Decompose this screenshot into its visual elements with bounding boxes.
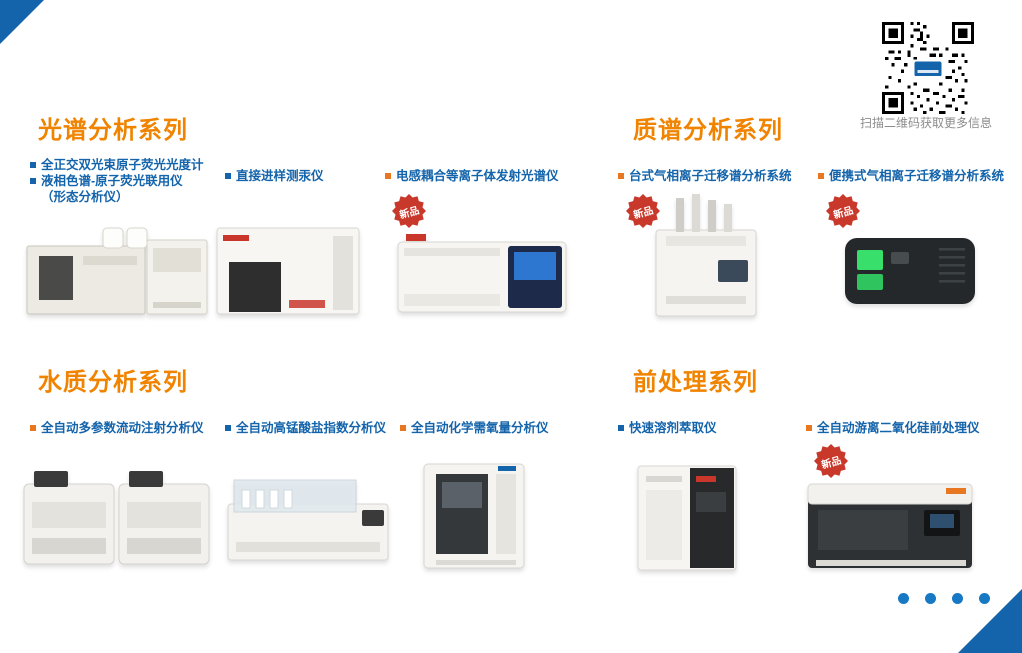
product-label-text: 直接进样测汞仪 (236, 169, 324, 183)
silica-pretreatment-product-image (807, 483, 973, 568)
qr-logo (914, 61, 942, 77)
product-label-text: 快速溶剂萃取仪 (629, 421, 717, 435)
flow-injection-product-image (23, 471, 210, 565)
new-product-badge-icp: 新品 (392, 194, 426, 228)
product-label-solvent-extraction: 快速溶剂萃取仪 (618, 420, 717, 436)
product-label-afs: 全正交双光束原子荧光光度计 液相色谱-原子荧光联用仪 （形态分析仪） (30, 157, 204, 205)
bullet-icon (818, 173, 824, 179)
section-title-spectroscopy: 光谱分析系列 (38, 117, 188, 144)
product-label-text: 便携式气相离子迁移谱分析系统 (829, 169, 1005, 183)
product-label-mercury: 直接进样测汞仪 (225, 168, 324, 184)
product-label-text: 台式气相离子迁移谱分析系统 (629, 169, 792, 183)
section-title-mass-spectrometry: 质谱分析系列 (633, 117, 783, 144)
product-label-text: 全自动化学需氧量分析仪 (411, 421, 549, 435)
solvent-extractor-product-image (637, 465, 737, 571)
bullet-icon (400, 425, 406, 431)
portable-gcims-product-image (845, 238, 975, 304)
bullet-icon (30, 425, 36, 431)
icp-oes-product-image (397, 234, 567, 313)
corner-triangle-bottom-right (958, 589, 1022, 653)
product-label-benchtop-gcims: 台式气相离子迁移谱分析系统 (618, 168, 792, 184)
bullet-icon (225, 173, 231, 179)
product-label-text: 全正交双光束原子荧光光度计 (41, 158, 204, 172)
product-label-cod: 全自动化学需氧量分析仪 (400, 420, 549, 436)
section-title-pretreatment: 前处理系列 (633, 369, 758, 396)
product-label-text: 全自动多参数流动注射分析仪 (41, 421, 204, 435)
bullet-icon (618, 425, 624, 431)
product-label-text: 全自动高锰酸盐指数分析仪 (236, 421, 387, 435)
pagination-dot[interactable] (952, 593, 963, 604)
bullet-icon (225, 425, 231, 431)
bullet-icon (385, 173, 391, 179)
product-label-text: 全自动游离二氧化硅前处理仪 (817, 421, 980, 435)
product-label-text: （形态分析仪） (41, 190, 129, 204)
section-title-water-quality: 水质分析系列 (38, 369, 188, 396)
new-product-badge-silica: 新品 (814, 444, 848, 478)
corner-triangle-top-left (0, 0, 44, 44)
bullet-icon (30, 178, 36, 184)
pagination-dot[interactable] (979, 593, 990, 604)
bullet-icon (618, 173, 624, 179)
bullet-icon (30, 162, 36, 168)
afs-product-image (26, 227, 208, 315)
product-label-text: 电感耦合等离子体发射光谱仪 (396, 169, 559, 183)
product-label-flow-injection: 全自动多参数流动注射分析仪 (30, 420, 204, 436)
new-product-badge-portable: 新品 (826, 194, 860, 228)
pagination-dot[interactable] (925, 593, 936, 604)
qr-code (882, 22, 974, 114)
product-label-silica: 全自动游离二氧化硅前处理仪 (806, 420, 980, 436)
pagination-dot[interactable] (898, 593, 909, 604)
product-label-icp: 电感耦合等离子体发射光谱仪 (385, 168, 559, 184)
product-label-text: 液相色谱-原子荧光联用仪 (41, 174, 183, 188)
mercury-analyzer-product-image (216, 227, 360, 315)
permanganate-product-image (227, 479, 389, 561)
benchtop-gcims-product-image (655, 194, 757, 317)
qr-caption: 扫描二维码获取更多信息 (859, 116, 992, 130)
product-label-permanganate: 全自动高锰酸盐指数分析仪 (225, 420, 386, 436)
pagination-dots (898, 593, 990, 604)
bullet-icon (806, 425, 812, 431)
product-label-portable-gcims: 便携式气相离子迁移谱分析系统 (818, 168, 1004, 184)
cod-product-image (423, 463, 525, 569)
